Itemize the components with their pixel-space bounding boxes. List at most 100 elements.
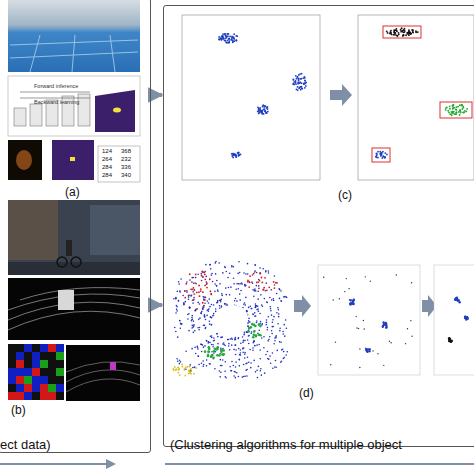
data-point <box>198 285 200 287</box>
data-point <box>190 370 192 372</box>
lidar-point <box>257 298 259 300</box>
data-point <box>365 276 366 277</box>
data-point <box>227 40 229 42</box>
network-layers <box>14 94 90 126</box>
data-point <box>466 108 468 110</box>
lidar-point <box>283 357 285 359</box>
lidar-point <box>239 272 241 274</box>
lidar-point <box>231 370 233 372</box>
diagram-note: Forward inference <box>34 84 78 90</box>
lidar-point <box>238 283 240 285</box>
data-point <box>300 78 302 80</box>
data-point <box>461 104 463 106</box>
grid-cell <box>8 368 16 376</box>
data-point <box>450 340 452 342</box>
lidar-point <box>246 369 248 371</box>
data-point <box>177 366 179 368</box>
lidar-point <box>192 367 194 369</box>
lidar-point <box>245 369 247 371</box>
bottom-arrowhead <box>106 459 116 469</box>
data-point <box>465 111 467 113</box>
data-point <box>299 86 301 88</box>
lidar-point <box>193 325 195 327</box>
lidar-point <box>221 293 223 295</box>
lidar-point <box>266 301 268 303</box>
lidar-point <box>213 313 215 315</box>
lidar-point <box>259 273 261 275</box>
lidar-point <box>204 314 206 316</box>
data-point <box>179 374 181 376</box>
table-cell: 264 <box>102 156 112 162</box>
data-point <box>346 278 347 279</box>
lidar-point <box>217 289 219 291</box>
data-point <box>252 336 255 339</box>
data-point <box>400 31 402 33</box>
grid-cell <box>56 384 64 392</box>
data-point <box>240 153 242 155</box>
lidar-point <box>274 275 276 277</box>
data-point <box>390 342 391 343</box>
data-point <box>234 153 236 155</box>
lidar-point <box>192 291 194 293</box>
lidar-point <box>284 296 286 298</box>
data-point <box>233 154 235 156</box>
lidar-point <box>180 361 182 363</box>
lidar-point <box>211 304 213 306</box>
lidar-point <box>185 301 187 303</box>
data-point <box>445 109 447 111</box>
lidar-point <box>219 376 221 378</box>
data-point <box>182 366 184 368</box>
data-point <box>196 308 198 310</box>
grid-cell <box>24 376 32 384</box>
data-point <box>185 283 187 285</box>
data-point <box>456 297 458 299</box>
lidar-point <box>256 285 258 287</box>
data-point <box>456 112 458 114</box>
lidar-point <box>180 327 182 329</box>
lidar-point <box>202 344 204 346</box>
lidar-point <box>268 272 270 274</box>
data-point <box>207 350 210 353</box>
lidar-point <box>228 345 230 347</box>
lidar-point <box>217 343 219 345</box>
lidar-point <box>179 320 181 322</box>
lidar-point <box>195 353 197 355</box>
data-point <box>404 31 406 33</box>
data-point <box>221 38 223 40</box>
lidar-point <box>265 354 267 356</box>
cyclist <box>66 240 72 256</box>
grid-cell <box>56 352 64 360</box>
lidar-point <box>178 300 180 302</box>
data-point <box>396 35 398 37</box>
data-point <box>355 316 356 317</box>
grid-cell <box>16 344 24 352</box>
data-point <box>273 287 275 289</box>
lidar-point <box>242 376 244 378</box>
data-point <box>190 288 192 290</box>
data-point <box>390 30 392 32</box>
data-point <box>238 152 240 154</box>
data-point <box>412 32 414 34</box>
lidar-point <box>272 352 274 354</box>
panel-label: (c) <box>338 188 352 202</box>
data-point <box>452 107 454 109</box>
lidar-point <box>214 340 216 342</box>
lidar-point <box>233 371 235 373</box>
lidar-point <box>211 337 213 339</box>
data-point <box>201 271 203 273</box>
lidar-point <box>260 321 262 323</box>
lidar-point <box>201 311 203 313</box>
lidar-point <box>278 313 280 315</box>
lidar-point <box>267 302 269 304</box>
lidar-point <box>278 288 280 290</box>
lidar-point <box>255 307 257 309</box>
lidar-point <box>238 261 240 263</box>
network-diagram <box>8 76 140 136</box>
data-point <box>375 156 377 158</box>
lidar-point <box>265 271 267 273</box>
data-point <box>295 83 297 85</box>
lidar-point <box>256 369 258 371</box>
lidar-point <box>213 314 215 316</box>
data-point <box>292 79 294 81</box>
